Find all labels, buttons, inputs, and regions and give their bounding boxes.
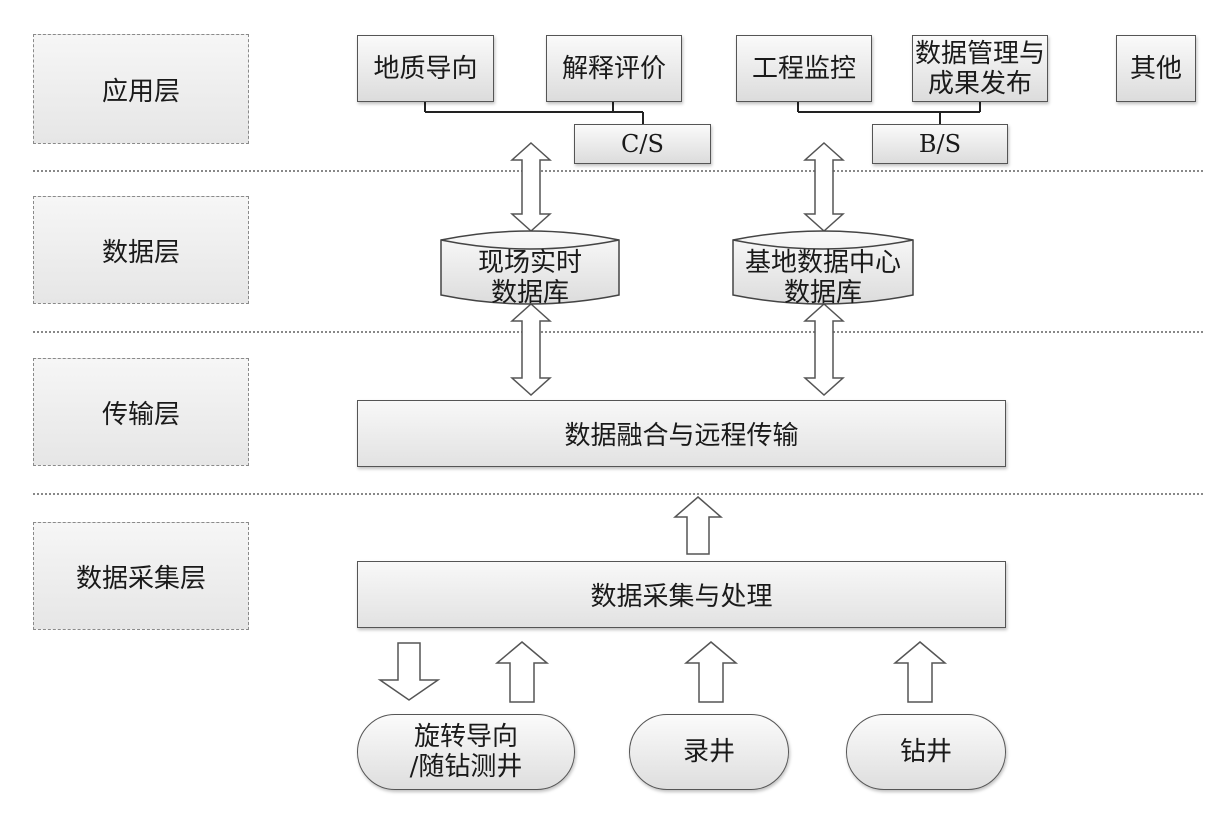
app-box-data-management: 数据管理与 成果发布 — [912, 35, 1048, 102]
down-arrow — [377, 642, 441, 701]
protocol-box-bs: B/S — [872, 124, 1008, 164]
source-rotary: 旋转导向 /随钻测井 — [357, 714, 575, 790]
layer-label-transport-text: 传输层 — [101, 399, 180, 430]
app-label: 解释评价 — [561, 53, 666, 84]
layer-separator — [33, 331, 1203, 333]
transport-bar: 数据融合与远程传输 — [357, 400, 1006, 467]
database-label-base: 基地数据中心 数据库 — [744, 248, 901, 308]
double-arrow — [803, 302, 845, 397]
protocol-box-cs: C/S — [574, 124, 711, 164]
app-label: 数据管理与 成果发布 — [914, 38, 1045, 99]
up-arrow — [683, 641, 739, 703]
layer-label-application-text: 应用层 — [101, 76, 180, 107]
up-arrow — [892, 641, 948, 703]
protocol-label: B/S — [918, 130, 962, 158]
acquisition-bar: 数据采集与处理 — [357, 561, 1006, 628]
app-box-interpretation: 解释评价 — [546, 35, 682, 102]
database-label-field: 现场实时 数据库 — [477, 248, 582, 308]
app-box-geosteering: 地质导向 — [357, 35, 494, 102]
acquisition-bar-label: 数据采集与处理 — [590, 582, 773, 612]
transport-bar-label: 数据融合与远程传输 — [564, 421, 799, 451]
layer-separator — [33, 170, 1203, 172]
app-label: 地质导向 — [373, 53, 478, 84]
double-arrow — [510, 302, 552, 397]
up-arrow — [672, 496, 724, 555]
layer-label-application: 应用层 — [33, 34, 249, 144]
bs-connector — [797, 102, 981, 124]
layer-label-acquisition-text: 数据采集层 — [75, 563, 206, 594]
database-cylinder-field — [440, 230, 620, 305]
app-box-other: 其他 — [1116, 35, 1196, 102]
double-arrow — [510, 141, 552, 233]
layer-label-data-text: 数据层 — [101, 237, 180, 268]
database-cylinder-base — [732, 230, 914, 305]
layer-label-acquisition: 数据采集层 — [33, 522, 249, 630]
up-arrow — [494, 641, 550, 703]
protocol-label: C/S — [621, 130, 664, 158]
double-arrow — [803, 141, 845, 233]
cs-connector — [424, 102, 644, 124]
layer-separator — [33, 493, 1203, 495]
app-box-engineering: 工程监控 — [736, 35, 872, 102]
layer-label-transport: 传输层 — [33, 358, 249, 466]
app-label: 其他 — [1129, 53, 1182, 84]
layer-label-data: 数据层 — [33, 196, 249, 304]
source-drilling: 钻井 — [846, 714, 1006, 790]
app-label: 工程监控 — [751, 53, 856, 84]
source-logging: 录井 — [629, 714, 789, 790]
